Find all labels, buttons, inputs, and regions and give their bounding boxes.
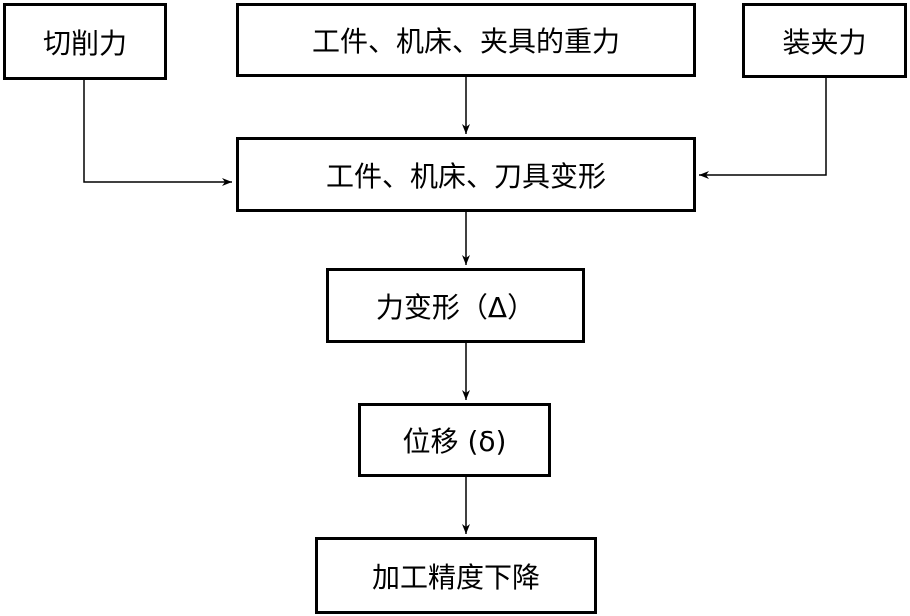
- node-accuracy-drop: 加工精度下降: [315, 537, 597, 614]
- node-accuracy-drop-label: 加工精度下降: [371, 560, 540, 594]
- node-cutting-force: 切削力: [3, 3, 167, 80]
- node-deformation-label: 工件、机床、刀具变形: [325, 159, 606, 193]
- node-deformation: 工件、机床、刀具变形: [236, 137, 696, 212]
- node-clamping-force-label: 装夹力: [782, 25, 867, 59]
- node-cutting-force-label: 切削力: [42, 26, 127, 60]
- edge-cutting-force-to-deformation: [83, 80, 232, 186]
- node-displacement: 位移 (δ): [358, 403, 551, 477]
- edge-clamping-force-to-deformation: [699, 78, 827, 179]
- node-clamping-force: 装夹力: [742, 3, 907, 78]
- node-gravity-label: 工件、机床、夹具的重力: [311, 25, 620, 58]
- node-force-deformation-label: 力变形（Δ）: [375, 290, 536, 324]
- node-displacement-label: 位移 (δ): [402, 425, 507, 458]
- node-force-deformation: 力变形（Δ）: [326, 268, 585, 343]
- node-gravity: 工件、机床、夹具的重力: [236, 3, 696, 77]
